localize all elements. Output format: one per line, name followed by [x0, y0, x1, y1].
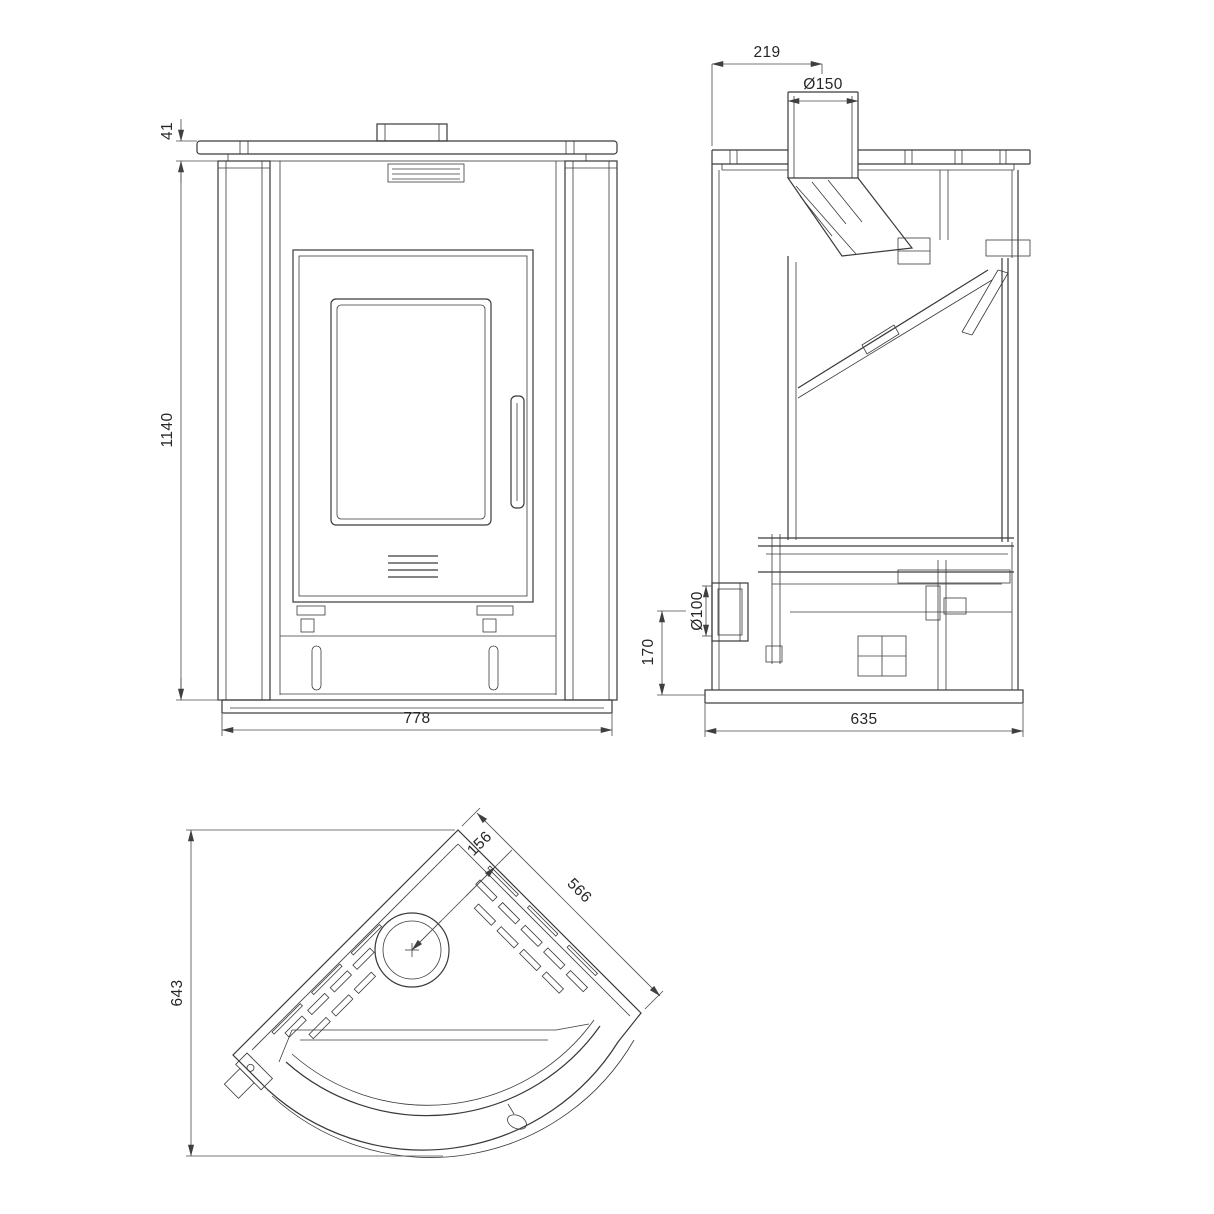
side-base — [704, 689, 1024, 704]
dim-label-side-flue-offset: 219 — [753, 44, 780, 61]
side-dimensions — [657, 60, 1024, 737]
dim-label-front-top-plate-height: 41 — [159, 122, 176, 140]
front-top-grille — [387, 163, 465, 183]
side-air-inlet — [711, 582, 749, 642]
front-door-glass — [330, 298, 492, 526]
front-stove-body — [196, 123, 618, 714]
side-lower-cabinet — [790, 560, 1012, 690]
front-door — [292, 249, 534, 603]
side-flue-elbow — [786, 177, 931, 265]
front-door-handle — [510, 395, 525, 509]
side-flue-pipe — [787, 91, 859, 178]
front-door-vents — [388, 555, 438, 578]
top-door-hinge — [223, 1052, 274, 1099]
top-firebox — [278, 1023, 590, 1063]
dim-label-top-overall-depth: 643 — [169, 979, 186, 1006]
dim-label-front-body-height: 1140 — [159, 413, 176, 448]
dim-label-side-air-inlet-diameter: Ø100 — [689, 591, 706, 631]
dim-label-side-flue-diameter: Ø150 — [803, 76, 843, 93]
top-right-vents — [473, 865, 599, 994]
top-flue-opening — [374, 912, 450, 988]
side-view: 219 Ø150 Ø100 170 635 — [640, 44, 1031, 737]
front-top-plate — [196, 140, 618, 155]
front-flue-collar — [376, 123, 448, 142]
side-door-handle — [961, 269, 1009, 336]
dim-label-side-air-inlet-height: 170 — [640, 638, 657, 665]
top-door-swing-arc — [271, 1039, 635, 1158]
top-view: 156 566 643 — [169, 807, 664, 1158]
front-base — [221, 699, 613, 714]
side-top-plate — [711, 149, 1031, 171]
top-left-vents — [271, 923, 383, 1040]
top-stove-body — [223, 829, 642, 1158]
front-latches — [280, 605, 556, 637]
top-glass-arc — [285, 1025, 601, 1117]
dim-label-side-overall-depth: 635 — [850, 711, 877, 728]
top-leveling-foot — [507, 1103, 527, 1130]
dim-label-top-rear-panel-width: 566 — [564, 875, 595, 906]
top-outline — [232, 829, 642, 1151]
side-door-glass — [961, 239, 1031, 690]
side-firebox-floor — [758, 534, 1014, 664]
dim-label-front-overall-width: 778 — [403, 710, 430, 727]
side-stove-body — [704, 91, 1031, 704]
side-firebox — [787, 256, 993, 540]
front-dimensions — [176, 119, 613, 736]
top-dimensions — [186, 807, 664, 1157]
front-view: 41 1140 778 — [159, 119, 618, 736]
